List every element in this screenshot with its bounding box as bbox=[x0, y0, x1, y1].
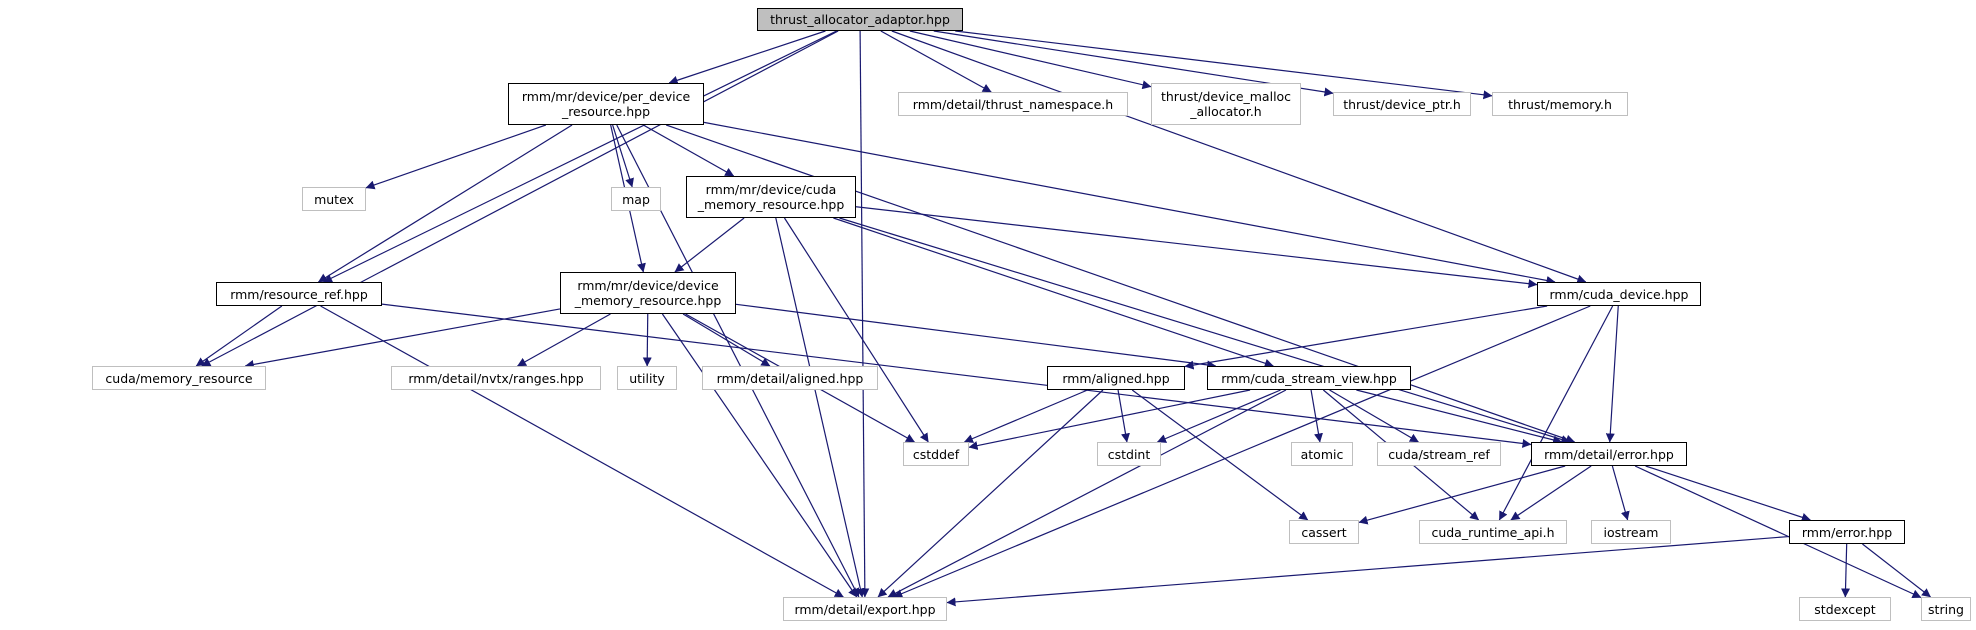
edge-detail_error-to-error bbox=[1645, 465, 1811, 522]
node-error[interactable]: rmm/error.hpp bbox=[1789, 520, 1905, 544]
edge-cuda_memory_resource-to-cuda_stream_view bbox=[833, 217, 1274, 368]
edge-resource_ref-to-export bbox=[320, 305, 844, 598]
node-resource-ref[interactable]: rmm/resource_ref.hpp bbox=[216, 282, 382, 306]
node-cuda-stream-view[interactable]: rmm/cuda_stream_view.hpp bbox=[1207, 366, 1411, 390]
node-aligned[interactable]: rmm/aligned.hpp bbox=[1047, 366, 1185, 390]
node-cuda-device[interactable]: rmm/cuda_device.hpp bbox=[1537, 282, 1701, 306]
node-mutex: mutex bbox=[302, 187, 366, 211]
node-nvtx-ranges: rmm/detail/nvtx/ranges.hpp bbox=[391, 366, 601, 390]
edge-cuda_stream_view-to-atomic bbox=[1310, 389, 1323, 443]
node-detail-error[interactable]: rmm/detail/error.hpp bbox=[1531, 442, 1687, 466]
edge-device_memory_resource-to-detail_aligned bbox=[682, 313, 771, 367]
edge-detail_error-to-cuda_runtime_api bbox=[1510, 465, 1592, 521]
node-string: string bbox=[1921, 597, 1971, 621]
edge-device_memory_resource-to-nvtx_ranges bbox=[517, 313, 611, 367]
edge-device_memory_resource-to-cuda_stream_view bbox=[735, 303, 1217, 370]
edge-resource_ref-to-cuda_memory_resource_std bbox=[195, 305, 283, 367]
edge-cuda_stream_view-to-detail_error bbox=[1356, 389, 1563, 445]
edge-cuda_device-to-cuda_runtime_api bbox=[1498, 305, 1614, 521]
edge-cuda_device-to-aligned bbox=[1184, 305, 1548, 370]
node-map: map bbox=[611, 187, 661, 211]
edge-cuda_device-to-export bbox=[893, 305, 1591, 598]
edge-aligned-to-cassert bbox=[1131, 389, 1309, 521]
node-memory-h: thrust/memory.h bbox=[1492, 92, 1628, 116]
edge-cuda_memory_resource-to-detail_error bbox=[839, 217, 1571, 444]
node-cstdint: cstdint bbox=[1097, 442, 1161, 466]
node-device-malloc-allocator: thrust/device_malloc _allocator.h bbox=[1151, 83, 1301, 125]
node-detail-aligned: rmm/detail/aligned.hpp bbox=[702, 366, 878, 390]
node-thrust-namespace: rmm/detail/thrust_namespace.h bbox=[898, 92, 1128, 116]
edge-cuda_memory_resource-to-export bbox=[775, 217, 865, 598]
edge-cuda_stream_view-to-stream_ref bbox=[1329, 389, 1419, 443]
node-utility: utility bbox=[617, 366, 677, 390]
edge-error-to-export bbox=[946, 535, 1790, 607]
edge-detail_error-to-cassert bbox=[1358, 465, 1566, 525]
edge-cuda_memory_resource-to-cuda_device bbox=[855, 206, 1538, 289]
node-stream-ref: cuda/stream_ref bbox=[1377, 442, 1501, 466]
edge-root-to-per_device_resource bbox=[668, 30, 826, 85]
edge-device_memory_resource-to-utility bbox=[642, 313, 652, 367]
node-stdexcept: stdexcept bbox=[1799, 597, 1891, 621]
edge-detail_error-to-iostream bbox=[1611, 465, 1630, 521]
edge-layer bbox=[195, 30, 1931, 607]
edge-detail_error-to-string bbox=[1634, 465, 1922, 599]
node-per-device-resource[interactable]: rmm/mr/device/per_device _resource.hpp bbox=[508, 83, 704, 125]
node-cassert: cassert bbox=[1289, 520, 1359, 544]
node-iostream: iostream bbox=[1591, 520, 1671, 544]
node-device-memory-resource[interactable]: rmm/mr/device/device _memory_resource.hp… bbox=[560, 272, 736, 314]
edge-error-to-string bbox=[1862, 543, 1931, 598]
edge-aligned-to-cstddef bbox=[964, 389, 1088, 443]
edge-cuda_memory_resource-to-device_memory_resource bbox=[674, 217, 745, 273]
edge-root-to-memory_h bbox=[955, 30, 1493, 100]
edge-root-to-export bbox=[859, 30, 870, 598]
node-atomic: atomic bbox=[1291, 442, 1353, 466]
edge-cuda_memory_resource-to-cstddef bbox=[783, 217, 929, 443]
edge-per_device_resource-to-mutex bbox=[365, 124, 547, 190]
node-thrust-allocator-adaptor: thrust_allocator_adaptor.hpp bbox=[757, 8, 963, 31]
edge-per_device_resource-to-cuda_memory_resource bbox=[642, 124, 735, 177]
edge-root-to-device_ptr bbox=[933, 30, 1334, 97]
node-device-ptr: thrust/device_ptr.h bbox=[1333, 92, 1471, 116]
edge-resource_ref-to-detail_error bbox=[381, 303, 1532, 448]
node-export: rmm/detail/export.hpp bbox=[783, 597, 947, 621]
edge-device_memory_resource-to-cuda_memory_resource_std bbox=[244, 308, 561, 369]
edge-cuda_device-to-detail_error bbox=[1605, 305, 1619, 443]
edge-per_device_resource-to-map bbox=[612, 124, 634, 188]
edge-per_device_resource-to-resource_ref bbox=[318, 124, 573, 283]
edge-root-to-cuda_device bbox=[891, 30, 1587, 284]
edge-cuda_stream_view-to-cstddef bbox=[968, 389, 1251, 450]
edge-cuda_stream_view-to-export bbox=[887, 389, 1287, 598]
edge-root-to-device_malloc_allocator bbox=[909, 30, 1152, 90]
edge-per_device_resource-to-cuda_device bbox=[703, 121, 1556, 285]
node-cuda-memory-resource-std: cuda/memory_resource bbox=[92, 366, 266, 390]
node-cstddef: cstddef bbox=[903, 442, 969, 466]
edge-root-to-thrust_namespace bbox=[880, 30, 992, 93]
edge-error-to-stdexcept bbox=[1841, 543, 1851, 598]
edge-aligned-to-export bbox=[877, 389, 1104, 598]
edge-device_memory_resource-to-export bbox=[661, 313, 858, 598]
edge-root-to-cuda_memory_resource_std bbox=[201, 30, 839, 367]
node-cuda-memory-resource[interactable]: rmm/mr/device/cuda _memory_resource.hpp bbox=[686, 176, 856, 218]
edge-cuda_stream_view-to-cstdint bbox=[1157, 389, 1281, 443]
edge-root-to-resource_ref bbox=[323, 30, 837, 283]
node-cuda-runtime-api: cuda_runtime_api.h bbox=[1419, 520, 1567, 544]
